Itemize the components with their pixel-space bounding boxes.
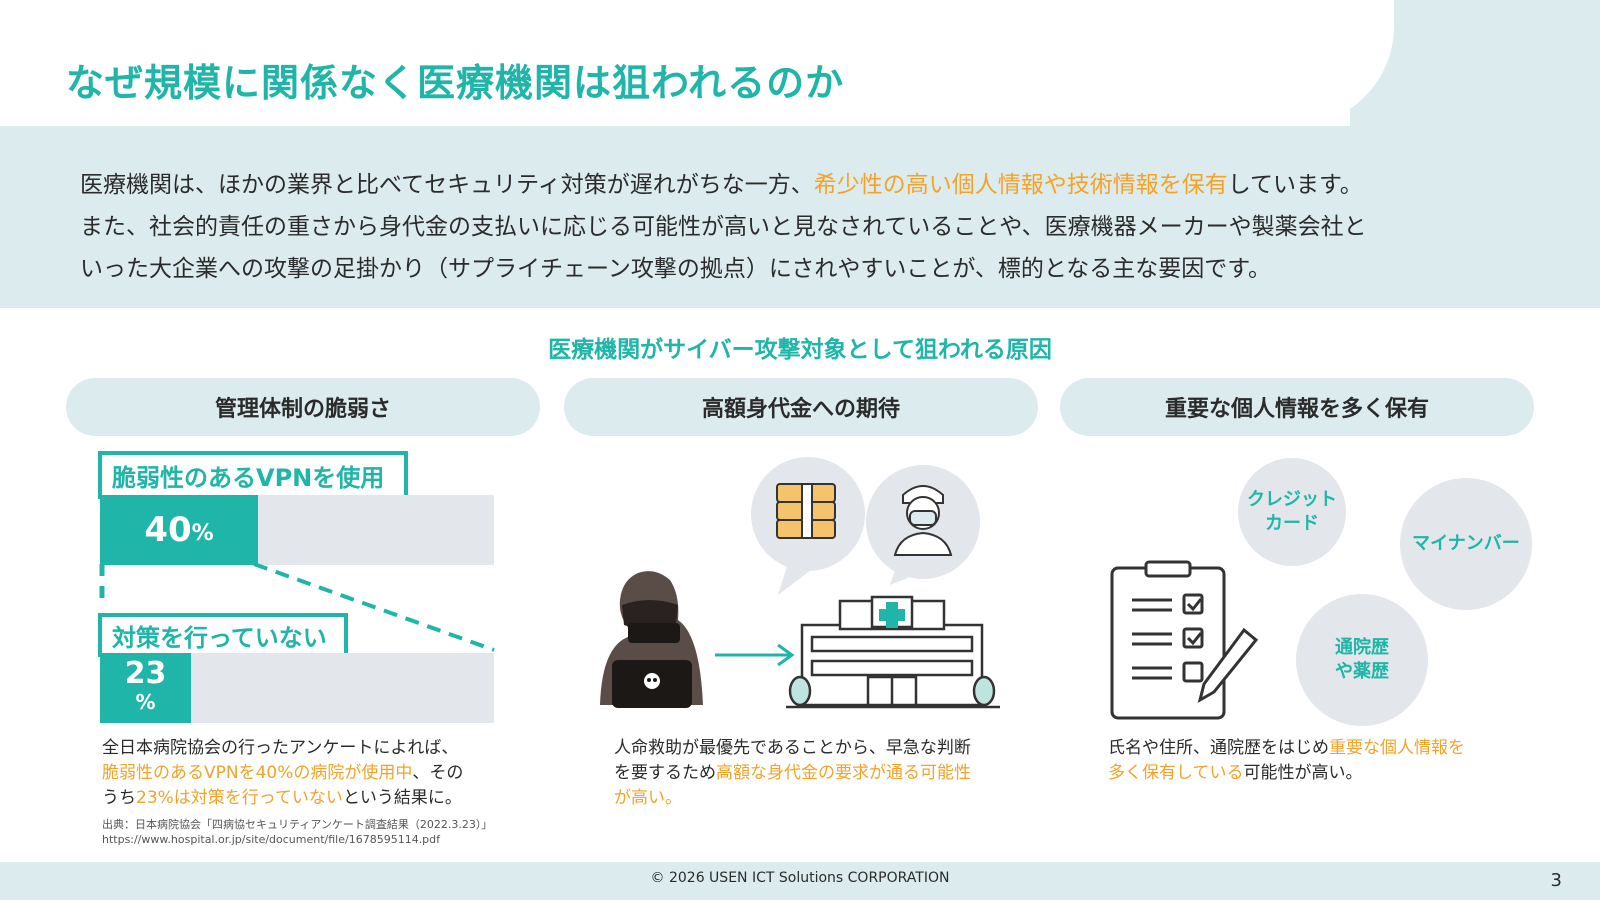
mynumber-bubble-text: マイナンバー xyxy=(1412,533,1520,554)
noaction-label: 対策を行っていない xyxy=(98,613,348,657)
hacker-icon xyxy=(600,571,703,708)
ransom-illustration xyxy=(600,457,1000,709)
col3-desc-line-2: 多く保有している可能性が高い。 xyxy=(1108,763,1363,783)
col2-desc-line-2: を要するため高額な身代金の要求が通る可能性 xyxy=(614,763,971,783)
mynumber-bubble: マイナンバー xyxy=(1400,478,1532,610)
doctor-bubble-icon xyxy=(866,465,980,585)
copyright: © 2026 USEN ICT Solutions CORPORATION xyxy=(650,870,950,886)
history-bubble-line-2: や薬歴 xyxy=(1335,661,1389,682)
intro-text: 医療機関は、ほかの業界と比べてセキュリティ対策が遅れがちな一方、希少性の高い個人… xyxy=(80,164,1540,290)
col1-description: 全日本病院協会の行ったアンケートによれば、 脆弱性のあるVPNを40%の病院が使… xyxy=(102,736,463,811)
source-url: https://www.hospital.or.jp/site/document… xyxy=(102,833,441,846)
column-heading-management: 管理体制の脆弱さ xyxy=(66,378,540,436)
header-area xyxy=(0,0,1394,126)
page-number: 3 xyxy=(1550,870,1562,891)
intro-line-3: いった大企業への攻撃の足掛かり（サプライチェーン攻撃の拠点）にされやすいことが、… xyxy=(80,256,1271,282)
vpn-value: 40 xyxy=(144,510,192,550)
col1-desc-line-2: 脆弱性のあるVPNを40%の病院が使用中、その xyxy=(102,763,464,783)
noaction-unit: % xyxy=(135,690,156,714)
credit-bubble-line-2: カード xyxy=(1265,513,1319,534)
vpn-bar-fill: 40% xyxy=(100,495,258,565)
intro-line-1: 医療機関は、ほかの業界と比べてセキュリティ対策が遅れがちな一方、希少性の高い個人… xyxy=(80,172,1363,198)
source-line-1: 出典：日本病院協会「四病協セキュリティアンケート調査結果（2022.3.23）」 xyxy=(102,818,493,831)
section-title: 医療機関がサイバー攻撃対象として狙われる原因 xyxy=(548,337,1052,363)
intro-highlight: 希少性の高い個人情報や技術情報を保有 xyxy=(813,172,1228,198)
clipboard-icon xyxy=(1110,560,1259,720)
credit-bubble-line-1: クレジット xyxy=(1247,489,1337,510)
column-heading-ransom: 高額身代金への期待 xyxy=(564,378,1038,436)
col2-desc-line-3: が高い。 xyxy=(614,788,682,808)
vpn-label: 脆弱性のあるVPNを使用 xyxy=(98,451,408,499)
vpn-unit: % xyxy=(191,520,214,546)
credit-card-bubble: クレジットカード xyxy=(1238,458,1346,566)
col2-desc-line-1: 人命救助が最優先であることから、早急な判断 xyxy=(614,738,971,758)
zoom-connector xyxy=(99,562,495,652)
page-title: なぜ規模に関係なく医療機関は狙われるのか xyxy=(66,61,845,105)
col3-description: 氏名や住所、通院歴をはじめ重要な個人情報を 多く保有している可能性が高い。 xyxy=(1108,736,1465,786)
column-heading-personal-info: 重要な個人情報を多く保有 xyxy=(1060,378,1534,436)
col1-desc-line-1: 全日本病院協会の行ったアンケートによれば、 xyxy=(102,738,459,758)
history-bubble: 通院歴や薬歴 xyxy=(1296,594,1428,726)
col3-desc-line-1: 氏名や住所、通院歴をはじめ重要な個人情報を xyxy=(1108,738,1465,758)
hospital-icon xyxy=(786,595,1000,709)
noaction-bar-fill: 23% xyxy=(100,653,191,723)
col2-description: 人命救助が最優先であることから、早急な判断 を要するため高額な身代金の要求が通る… xyxy=(614,736,971,811)
intro-line-2: また、社会的責任の重さから身代金の支払いに応じる可能性が高いと見なされていること… xyxy=(80,214,1367,240)
footer-band xyxy=(0,862,1600,900)
noaction-value: 23 xyxy=(124,656,167,691)
intro-band xyxy=(0,126,1600,308)
attack-arrow-icon xyxy=(715,643,795,667)
source-citation: 出典：日本病院協会「四病協セキュリティアンケート調査結果（2022.3.23）」… xyxy=(102,817,492,847)
money-bubble-icon xyxy=(751,457,865,595)
col1-desc-line-3: うち23%は対策を行っていないという結果に。 xyxy=(102,788,462,808)
history-bubble-line-1: 通院歴 xyxy=(1335,637,1389,658)
